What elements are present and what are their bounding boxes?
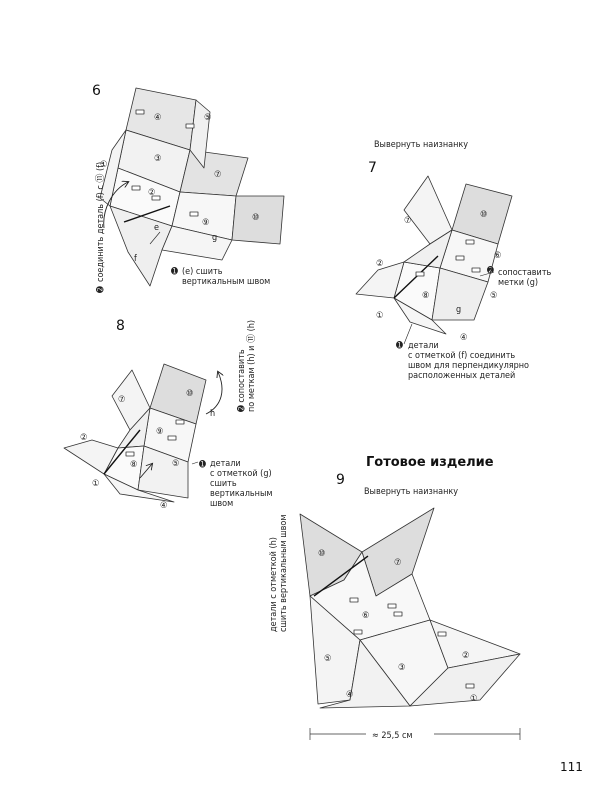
s7-label-5: ⑤ [490,291,497,301]
s9-note-1: детали с отметкой (h) сшить вертикальным… [269,515,289,632]
s7-caption: Вывернуть наизнанку [374,140,468,150]
step-6-labels: ④ ⑤ ① ③ ② ⑦ ⑨ ⑩ e f g ➊ [100,113,259,277]
s6-note-2-marker: ➋ [95,286,106,293]
s9-dimension [309,728,521,740]
s6-marker-1: ➊ [171,266,178,277]
s9-label-10: ⑩ [318,549,325,559]
s7-panel-2 [355,261,405,299]
s9-label-4: ④ [346,690,353,700]
s9-label-6: ⑥ [362,611,369,621]
page-number: 111 [560,760,583,774]
step-7-figure [355,175,513,335]
s6-panel-5 [189,99,211,169]
s9-panel-4 [319,639,411,709]
step-8-figure [63,363,207,503]
step-8-number: 8 [116,318,125,334]
step-7-labels: ⑩ ⑦ ② ⑧ ⑥ ⑤ ① ④ g ➊ ➋ [376,210,501,351]
s6-label-3: ③ [154,154,161,164]
final-title: Готовое изделие [366,455,494,470]
step-9-figure [299,507,521,709]
s7-label-1: ① [376,311,383,321]
s8-panel-5 [137,445,189,499]
step-7: Вывернуть наизнанку 7 ⑩ [355,140,554,381]
s7-note-1: детали с отметкой (f) соединить швом для… [408,341,532,381]
s8-note-2: ➋ сопоставить по меткам (h) и ⑪ (h) [236,320,257,412]
s8-label-1: ① [92,479,99,489]
s6-label-10: ⑩ [252,213,259,223]
s6-label-1: ① [100,160,107,170]
s8-label-5: ⑤ [172,459,179,469]
step-8-labels: ⑩ ⑦ ⑨ ② ⑧ ⑤ ① ④ h ➊ [80,389,215,511]
s9-dimension-label: ≈ 25,5 см [372,731,413,741]
s7-label-8: ⑧ [422,291,429,301]
step-6: 6 [92,83,285,293]
s6-label-f: f [134,254,137,264]
s8-label-10: ⑩ [186,389,193,399]
s7-label-7: ⑦ [404,216,411,226]
s6-label-g: g [212,233,217,243]
step-6-figure [99,87,285,287]
s6-panel-10 [231,195,285,245]
s7-marker-2: ➋ [487,265,494,276]
s8-label-8: ⑧ [130,460,137,470]
s6-label-5: ⑤ [204,113,211,123]
s8-panel-2 [63,439,119,475]
s6-label-e: e [154,223,159,233]
s8-panel-4 [103,473,175,503]
s6-label-9: ⑨ [202,218,209,228]
s6-note-2: соединить деталь (f) с ⑪ (f) [95,162,106,282]
s7-marker-1: ➊ [396,340,403,351]
s7-panel-7 [403,175,453,245]
s9-panel-1 [409,653,521,707]
s8-marker-1: ➊ [199,459,206,470]
step-8: 8 ⑩ ⑦ ⑨ ② ⑧ ⑤ ① ④ h ➊ [63,318,275,511]
s8-label-2: ② [80,433,87,443]
s7-note-2: сопоставить метки (g) [498,268,554,288]
s7-label-2: ② [376,259,383,269]
s9-label-2: ② [462,651,469,661]
s9-label-1: ① [470,694,477,704]
s8-arrow-h [205,372,222,415]
s9-label-3: ③ [398,663,405,673]
s8-label-9: ⑨ [156,427,163,437]
s9-label-5: ⑤ [324,654,331,664]
step-9-number: 9 [336,472,345,488]
s8-label-7: ⑦ [118,395,125,405]
step-7-number: 7 [368,160,377,176]
step-9-labels: ⑩ ⑦ ⑥ ⑤ ③ ② ④ ① [318,549,477,704]
s6-panel-1 [99,129,127,207]
s8-label-h: h [210,409,215,419]
s6-panel-ef [109,205,173,287]
s9-label-7: ⑦ [394,558,401,568]
s6-label-4: ④ [154,113,161,123]
s6-note-1: (е) сшить вертикальным швом [182,267,270,287]
s7-label-4: ④ [460,333,467,343]
s7-label-g: g [456,305,461,315]
step-6-number: 6 [92,83,101,99]
s7-panel-5 [431,267,489,321]
s9-caption: Вывернуть наизнанку [364,487,458,497]
s7-panel-4 [393,297,447,335]
s6-panel-g [161,225,233,261]
s6-label-7: ⑦ [214,170,221,180]
s6-arrow [103,182,128,229]
step-9: Готовое изделие 9 Вывернуть наизнанку [269,455,521,741]
s7-label-10: ⑩ [480,210,487,220]
s8-note-1: детали с отметкой (g) сшить вертикальным… [210,459,275,509]
s8-label-4: ④ [160,501,167,511]
s6-label-2: ② [148,188,155,198]
s8-arrow-seam [139,464,152,479]
s7-label-6: ⑥ [494,251,501,261]
